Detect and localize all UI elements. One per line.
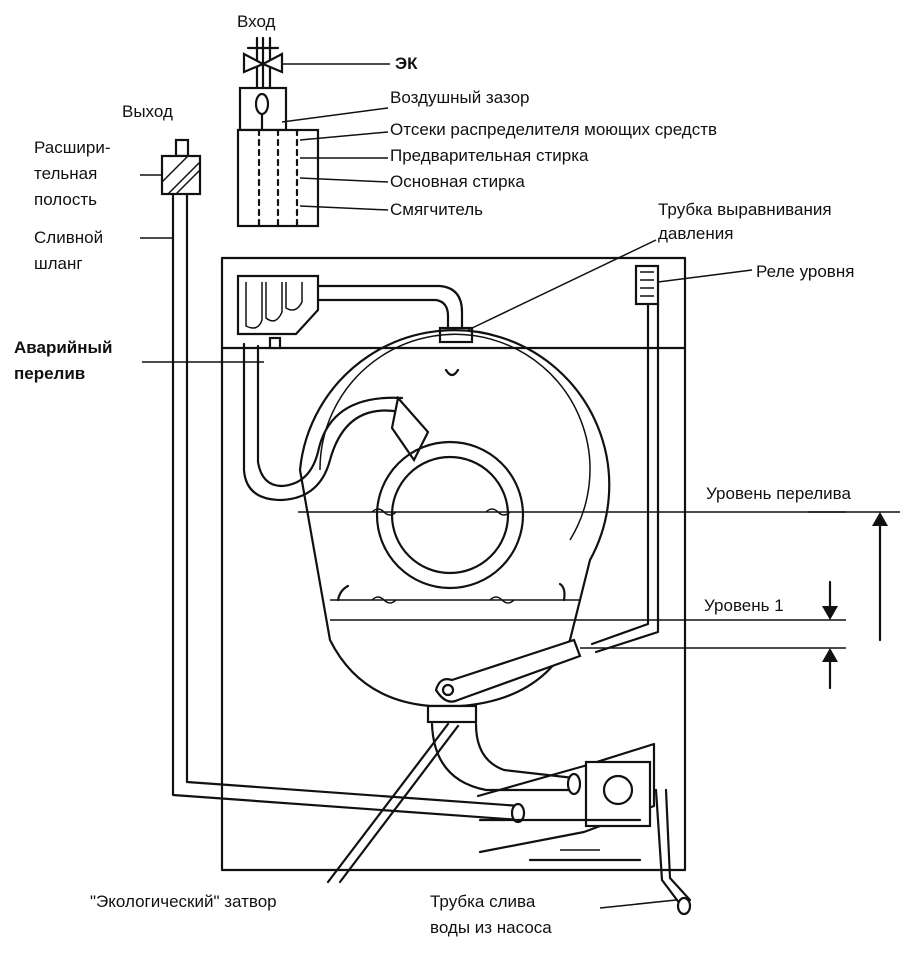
label-expansion-cavity-1: Расшири- [34,138,111,157]
label-emergency-overflow-2: перелив [14,364,86,383]
level-relay [590,264,753,654]
label-eco-valve: "Экологический" затвор [90,892,277,911]
label-pressure-tube-1: Трубка выравнивания [658,200,832,219]
label-detergent-compartments: Отсеки распределителя моющих средств [390,120,718,139]
eco-valve [326,722,582,884]
label-softener: Смягчитель [390,200,483,219]
label-drain-hose-2: шланг [34,254,83,273]
label-emergency-overflow-1: Аварийный [14,338,113,357]
label-air-gap: Воздушный зазор [390,88,530,107]
label-pressure-tube-2: давления [658,224,734,243]
overflow-level-arrow [808,511,900,642]
label-inlet: Вход [237,12,276,31]
label-drain-hose-1: Сливной [34,228,104,247]
inlet-valve [242,36,390,90]
label-pump-drain-tube-2: воды из насоса [430,918,552,937]
drain-hose [140,192,526,824]
emergency-overflow-hose [142,342,430,502]
water-levels [298,508,846,649]
upper-hose [316,239,657,344]
machine-body [220,256,687,872]
label-overflow-level: Уровень перелива [706,484,851,503]
dispenser-drawer [236,274,320,350]
label-pump-drain-tube-1: Трубка слива [430,892,536,911]
label-ek: ЭК [395,54,418,73]
detergent-dispenser [236,128,389,228]
label-outlet: Выход [122,102,173,121]
level-1-arrows [822,580,838,690]
expansion-cavity [140,138,202,196]
label-prewash: Предварительная стирка [390,146,589,165]
pump [476,742,656,862]
label-level-1: Уровень 1 [704,596,784,615]
drum-drain [426,638,582,724]
label-expansion-cavity-2: тельная [34,164,98,183]
label-level-relay: Реле уровня [756,262,855,281]
label-expansion-cavity-3: полость [34,190,97,209]
label-main-wash: Основная стирка [390,172,525,191]
air-gap-chamber [238,86,389,132]
pump-drain-tube [599,788,692,916]
